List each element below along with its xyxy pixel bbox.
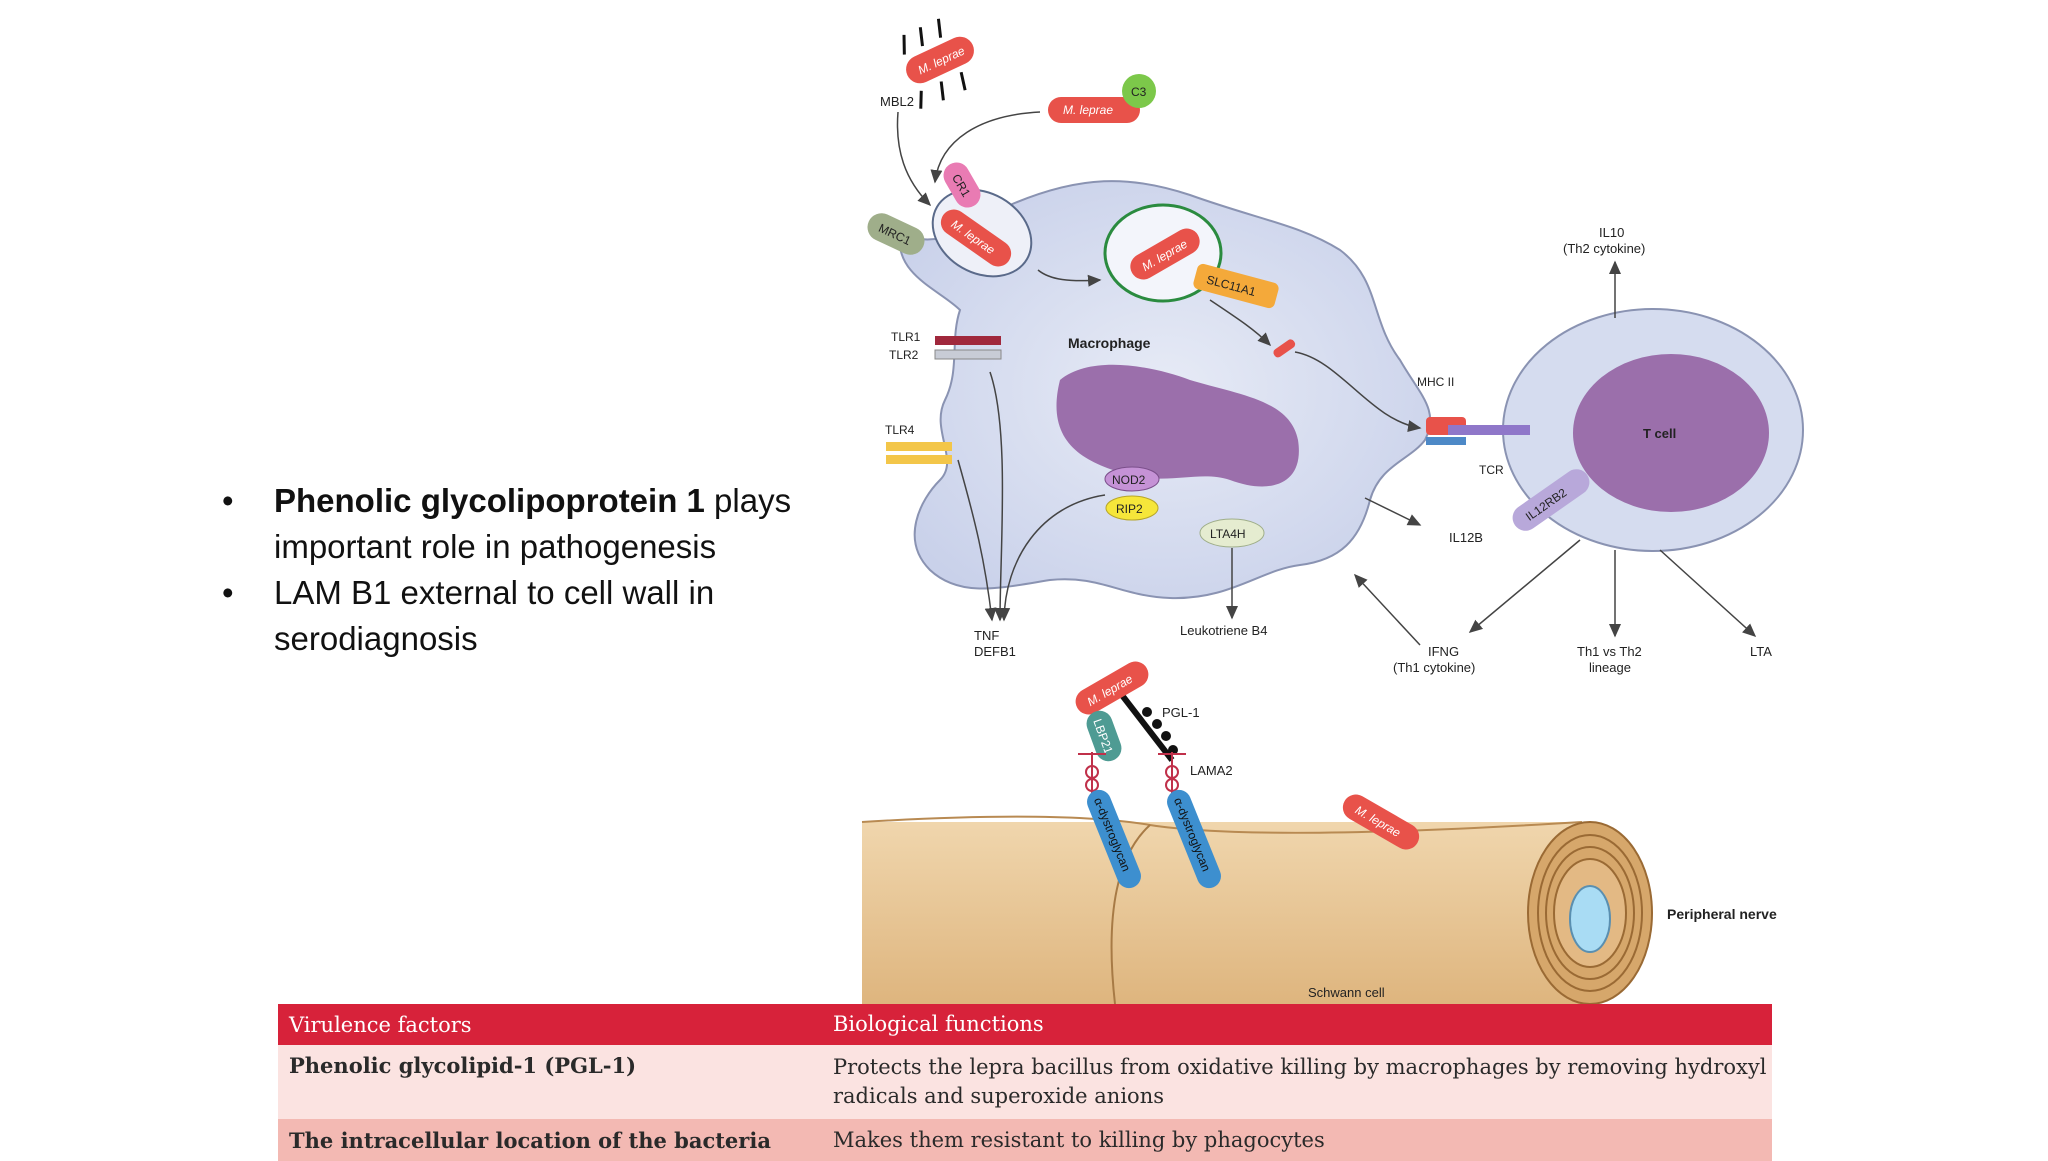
svg-text:M. leprae: M. leprae [1063,103,1113,117]
tlr1-tlr2-receptor: TLR1 TLR2 [889,330,1002,362]
table-row: Phenolic glycolipid-1 (PGL-1) Protects t… [278,1045,1772,1119]
defb1-label: DEFB1 [974,644,1016,659]
table-header: Virulence factors Biological functions [278,1004,1772,1045]
bullet-text: LAM B1 external to cell wall in serodiag… [274,574,715,657]
svg-text:RIP2: RIP2 [1116,502,1143,516]
bullet-text: plays important role in pathogenesis [274,482,792,565]
leukotriene-label: Leukotriene B4 [1180,623,1267,638]
ifng-label: IFNG [1428,644,1459,659]
svg-text:PGL-1: PGL-1 [1162,705,1200,720]
bullet-bold-text: Phenolic glycolipoprotein 1 [274,482,705,519]
schwann-cell-label: Schwann cell [1308,985,1385,1000]
t-cell-label: T cell [1643,426,1676,441]
svg-text:TLR1: TLR1 [891,330,921,344]
tlr4-receptor: TLR4 [885,423,952,464]
nod2-protein: NOD2 [1104,466,1160,492]
peripheral-nerve: Peripheral nerve Schwann cell [861,815,1777,1005]
m-leprae-c3: M. leprae C3 [1048,74,1156,123]
svg-text:TLR4: TLR4 [885,423,915,437]
lta-label: LTA [1750,644,1772,659]
svg-text:LTA4H: LTA4H [1210,527,1246,541]
svg-text:LAMA2: LAMA2 [1190,763,1233,778]
th1-sublabel: lineage [1589,660,1631,675]
rip2-protein: RIP2 [1105,495,1159,521]
table-cell-factor: The intracellular location of the bacter… [289,1127,771,1153]
table-cell-function: Protects the lepra bacillus from oxidati… [833,1055,1767,1108]
table-cell-function: Makes them resistant to killing by phago… [833,1127,1325,1152]
mhc-tcr-complex: MHC II TCR [1417,375,1530,477]
nerve-label: Peripheral nerve [1667,906,1777,922]
svg-text:TLR2: TLR2 [889,348,919,362]
bullet-item: •Phenolic glycolipoprotein 1 plays impor… [222,482,792,565]
degraded-bacterium [1273,339,1296,358]
svg-text:MHC II: MHC II [1417,375,1454,389]
table-row: The intracellular location of the bacter… [278,1119,1772,1161]
svg-text:NOD2: NOD2 [1112,473,1146,487]
table-cell-factor: Phenolic glycolipid-1 (PGL-1) [289,1053,637,1078]
virulence-table: Virulence factors Biological functions P… [278,1004,1772,1161]
lta4h-protein: LTA4H [1199,518,1265,548]
macrophage-cell: Macrophage [898,180,1432,600]
col-virulence-factors: Virulence factors [289,1012,472,1037]
macrophage-label: Macrophage [1068,335,1151,351]
arrows [896,111,1757,646]
mbl2-label: MBL2 [880,94,914,109]
ifng-sublabel: (Th1 cytokine) [1393,660,1475,675]
bullet-list: •Phenolic glycolipoprotein 1 plays impor… [222,478,862,662]
th1-label: Th1 vs Th2 [1577,644,1642,659]
col-biological-functions: Biological functions [833,1012,1044,1036]
bullet-item: •LAM B1 external to cell wall in serodia… [222,574,715,657]
tnf-label: TNF [974,628,999,643]
svg-text:C3: C3 [1131,85,1147,99]
svg-text:TCR: TCR [1479,463,1504,477]
cr1-receptor: CR1 [943,162,981,208]
il10-label: IL10 [1599,225,1624,240]
il10-sublabel: (Th2 cytokine) [1563,241,1645,256]
il12b-label: IL12B [1449,530,1483,545]
